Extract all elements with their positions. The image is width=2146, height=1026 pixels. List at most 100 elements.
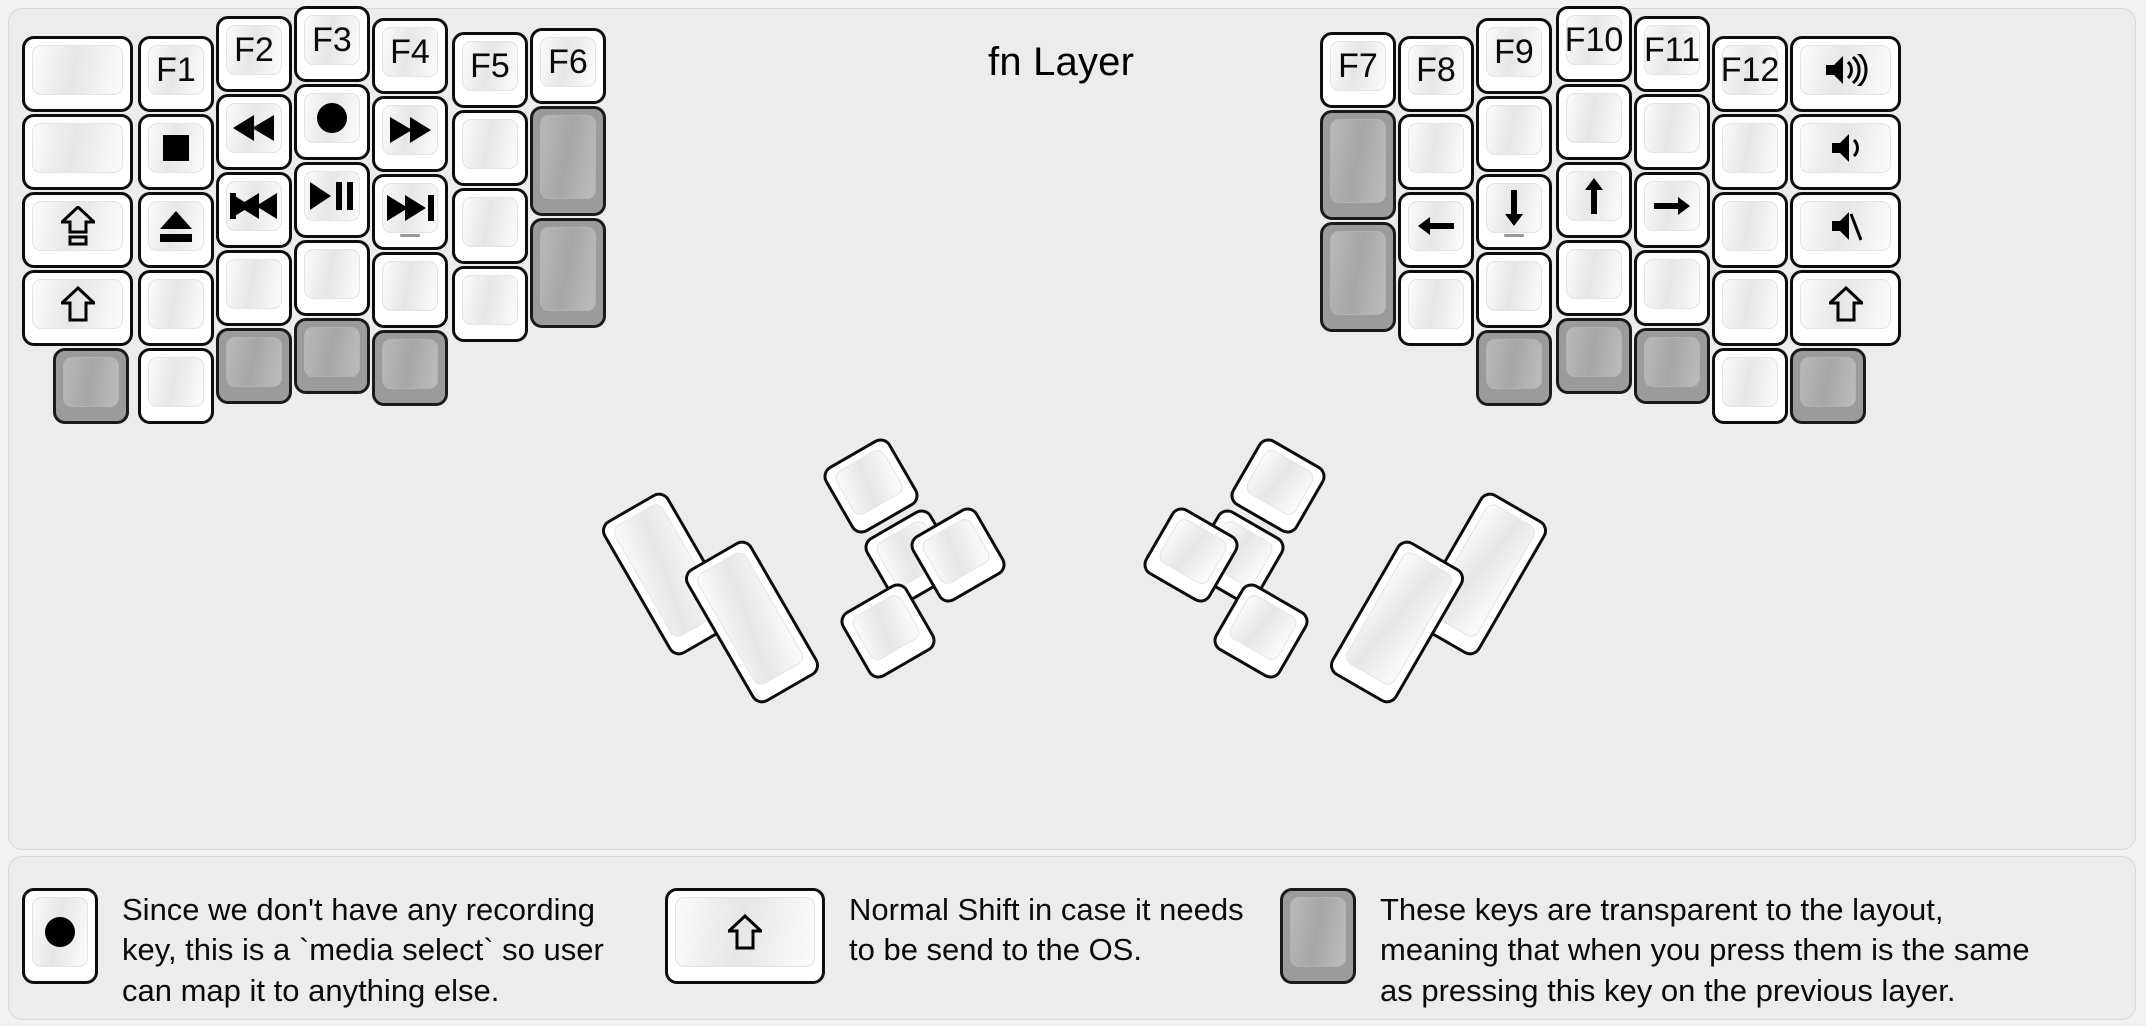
key-cap (32, 279, 123, 329)
key-right-ring-4[interactable] (1634, 328, 1710, 404)
key-left-ring-0[interactable]: F2 (216, 16, 292, 92)
key-left-pinky-outer-4[interactable] (53, 348, 129, 424)
key-left-pinky-outer-1[interactable] (22, 114, 133, 190)
key-left-index-3[interactable] (372, 252, 448, 328)
key-right-index-3[interactable] (1476, 252, 1552, 328)
key-left-middle-1[interactable] (294, 84, 370, 160)
key-cap (1486, 105, 1542, 155)
key-cap (919, 515, 993, 588)
key-cap (1486, 261, 1542, 311)
legend-key-0 (22, 888, 98, 984)
key-label: F12 (1720, 51, 1780, 89)
key-right-index-1[interactable] (1476, 96, 1552, 172)
key-left-ring-2[interactable] (216, 172, 292, 248)
key-right-pinky-0[interactable]: F12 (1712, 36, 1788, 112)
arrow-up-icon (1578, 176, 1610, 216)
legend-key-sample-2 (1280, 888, 1356, 984)
key-right-pinky-2[interactable] (1712, 192, 1788, 268)
legend-key-sample-0 (22, 888, 98, 984)
key-left-index-inner-3[interactable] (452, 266, 528, 342)
media-fast-forward-icon (388, 116, 432, 144)
key-right-index-inner-1[interactable] (1398, 114, 1474, 190)
media-record-icon (315, 101, 349, 135)
key-right-ring-1[interactable] (1634, 94, 1710, 170)
key-left-index-4[interactable] (372, 330, 448, 406)
key-right-middle-1[interactable] (1556, 84, 1632, 160)
key-cap (148, 123, 204, 173)
key-right-middle-4[interactable] (1556, 318, 1632, 394)
key-right-index-0[interactable]: F9 (1476, 18, 1552, 94)
key-label: F6 (548, 43, 588, 81)
key-left-pinky-outer-3[interactable] (22, 270, 133, 346)
key-right-pinky-4[interactable] (1712, 348, 1788, 424)
key-cap (1243, 446, 1317, 519)
key-left-ring-3[interactable] (216, 250, 292, 326)
legend-key-1 (665, 888, 825, 984)
key-left-inner-2[interactable] (530, 218, 606, 328)
shift-icon (1828, 286, 1863, 322)
key-left-middle-3[interactable] (294, 240, 370, 316)
key-right-middle-0[interactable]: F10 (1556, 6, 1632, 82)
key-right-pinky-outer-1[interactable] (1790, 114, 1901, 190)
key-right-inner-0[interactable]: F7 (1320, 32, 1396, 108)
key-cap: F12 (1720, 45, 1780, 95)
key-left-inner-1[interactable] (530, 106, 606, 216)
key-right-inner-2[interactable] (1320, 222, 1396, 332)
key-right-pinky-1[interactable] (1712, 114, 1788, 190)
key-cap (382, 183, 438, 233)
key-left-pinky-1[interactable] (138, 114, 214, 190)
legend-item-2: These keys are transparent to the layout… (1280, 888, 2030, 1011)
key-cap (226, 259, 282, 309)
key-left-middle-4[interactable] (294, 318, 370, 394)
key-cap (1644, 181, 1700, 231)
key-right-pinky-outer-3[interactable] (1790, 270, 1901, 346)
key-cap (1800, 45, 1891, 95)
key-label: F2 (234, 31, 274, 69)
key-cap (1800, 123, 1891, 173)
key-cap (1800, 279, 1891, 329)
key-left-inner-0[interactable]: F6 (530, 28, 606, 104)
legend-text-0: Since we don't have any recording key, t… (122, 892, 604, 1008)
shift-icon (728, 914, 762, 950)
key-left-pinky-outer-2[interactable] (22, 192, 133, 268)
arrow-down-icon (1498, 188, 1530, 228)
key-right-index-inner-0[interactable]: F8 (1398, 36, 1474, 112)
key-left-pinky-outer-0[interactable] (22, 36, 133, 112)
key-left-index-inner-1[interactable] (452, 110, 528, 186)
key-label: F5 (470, 47, 510, 85)
key-cap: F9 (1486, 27, 1542, 77)
key-right-pinky-outer-0[interactable] (1790, 36, 1901, 112)
key-cap (849, 591, 923, 664)
key-left-pinky-4[interactable] (138, 348, 214, 424)
key-left-pinky-0[interactable]: F1 (138, 36, 214, 112)
key-left-index-2[interactable] (372, 174, 448, 250)
key-cap (1722, 201, 1778, 251)
legend-key-sample-1 (665, 888, 825, 984)
key-left-middle-2[interactable] (294, 162, 370, 238)
key-right-index-4[interactable] (1476, 330, 1552, 406)
key-right-ring-2[interactable] (1634, 172, 1710, 248)
key-left-index-inner-2[interactable] (452, 188, 528, 264)
key-right-pinky-outer-2[interactable] (1790, 192, 1901, 268)
key-right-index-2[interactable] (1476, 174, 1552, 250)
key-right-middle-3[interactable] (1556, 240, 1632, 316)
key-left-ring-4[interactable] (216, 328, 292, 404)
key-right-inner-1[interactable] (1320, 110, 1396, 220)
key-left-middle-0[interactable]: F3 (294, 6, 370, 82)
key-left-index-0[interactable]: F4 (372, 18, 448, 94)
key-right-pinky-3[interactable] (1712, 270, 1788, 346)
key-right-ring-3[interactable] (1634, 250, 1710, 326)
key-right-ring-0[interactable]: F11 (1634, 16, 1710, 92)
key-left-ring-1[interactable] (216, 94, 292, 170)
key-left-index-1[interactable] (372, 96, 448, 172)
key-cap (304, 93, 360, 143)
key-right-index-inner-3[interactable] (1398, 270, 1474, 346)
key-left-pinky-3[interactable] (138, 270, 214, 346)
key-label: F4 (390, 33, 430, 71)
key-right-index-inner-2[interactable] (1398, 192, 1474, 268)
key-left-index-inner-0[interactable]: F5 (452, 32, 528, 108)
key-right-middle-2[interactable] (1556, 162, 1632, 238)
key-right-pinky-outer-4[interactable] (1790, 348, 1866, 424)
key-label: F3 (312, 21, 352, 59)
key-left-pinky-2[interactable] (138, 192, 214, 268)
